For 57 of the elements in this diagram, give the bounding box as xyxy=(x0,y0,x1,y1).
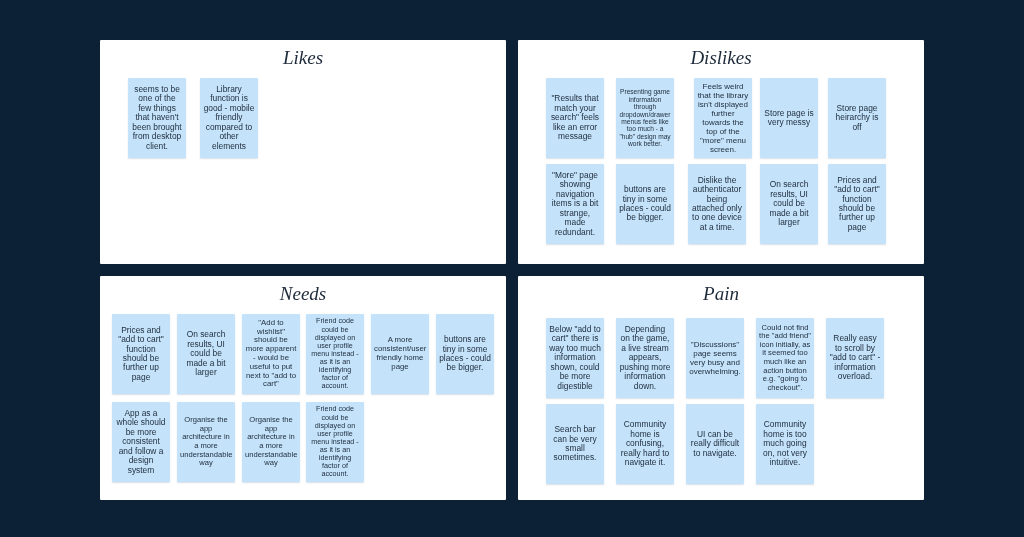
sticky-note xyxy=(128,78,186,158)
note-text: Feels weird that the library isn't displayed further towards the top of the "more" menu screen. xyxy=(697,81,749,155)
sticky-note xyxy=(616,78,674,158)
sticky-note xyxy=(177,402,235,482)
sticky-note xyxy=(436,314,494,394)
sticky-note xyxy=(112,314,170,394)
sticky-note xyxy=(760,164,818,244)
panel-title: Dislikes xyxy=(690,46,752,70)
sticky-note xyxy=(828,164,886,244)
note-text: Library function is good - mobile friendly compared to other elements xyxy=(203,84,255,152)
note-text: Prices and "add to cart" function should be further up page xyxy=(117,325,165,383)
note-text: buttons are tiny in some places - could be bigger. xyxy=(439,335,491,373)
sticky-note xyxy=(546,164,604,244)
sticky-note xyxy=(546,318,604,398)
panel-title: Pain xyxy=(703,282,739,306)
note-text: "More" page showing navigation items is a bit strange, made redundant. xyxy=(550,170,600,238)
panel-title: Needs xyxy=(279,282,327,306)
note-text: Community home is too much going on, not very intuitive. xyxy=(762,420,808,468)
sticky-note xyxy=(546,404,604,484)
note-text: On search results, UI could be made a bit larger xyxy=(768,180,810,228)
sticky-note xyxy=(242,402,300,482)
note-text: Search bar can be very small sometimes. xyxy=(552,425,598,463)
sticky-note xyxy=(686,318,744,398)
note-text: Community home is confusing, really hard to navigate it. xyxy=(619,420,671,468)
whiteboard-panel xyxy=(518,40,924,264)
sticky-note xyxy=(616,318,674,398)
note-text: Store page heirarchy is off xyxy=(834,103,880,133)
sticky-note xyxy=(200,78,258,158)
note-text: "Discussions" page seems very busy and overwhelming. xyxy=(689,339,741,377)
note-text: Really easy to scroll by "add to cart" - information overload. xyxy=(829,334,881,382)
note-text: Dislike the authenticator being attached only to one device at a time. xyxy=(691,175,743,233)
sticky-note xyxy=(177,314,235,394)
sticky-note xyxy=(686,404,744,484)
note-text: Below "add to cart" there is way too much information shown, could be more digestible xyxy=(549,324,601,392)
note-text: Prices and "add to cart" function should be further up page xyxy=(833,175,881,233)
whiteboard-panel xyxy=(518,276,924,500)
sticky-note xyxy=(760,78,818,158)
sticky-note xyxy=(828,78,886,158)
sticky-note xyxy=(546,78,604,158)
note-text: "Results that match your search" feels like an error message xyxy=(549,94,601,142)
sticky-note xyxy=(616,404,674,484)
note-text: Store page is very messy xyxy=(763,108,815,128)
sticky-note xyxy=(112,402,170,482)
note-text: buttons are tiny in some places - could be bigger. xyxy=(619,185,671,223)
note-text: seems to be one of the few things that haven't been brought from desktop client. xyxy=(131,84,183,152)
note-text: Depending on the game, a live stream appears, pushing more information down. xyxy=(619,324,671,392)
note-text: App as a whole should be more consistent and follow a design system xyxy=(115,408,167,476)
whiteboard-panel xyxy=(100,40,506,264)
sticky-note xyxy=(371,314,429,394)
sticky-note xyxy=(688,164,746,244)
panel-title: Likes xyxy=(282,46,324,70)
sticky-note xyxy=(756,404,814,484)
sticky-note xyxy=(826,318,884,398)
note-text: UI can be really difficult to navigate. xyxy=(689,429,741,459)
sticky-note xyxy=(616,164,674,244)
whiteboard-panel xyxy=(100,276,506,500)
note-text: On search results, UI could be made a bit larger xyxy=(185,330,227,378)
